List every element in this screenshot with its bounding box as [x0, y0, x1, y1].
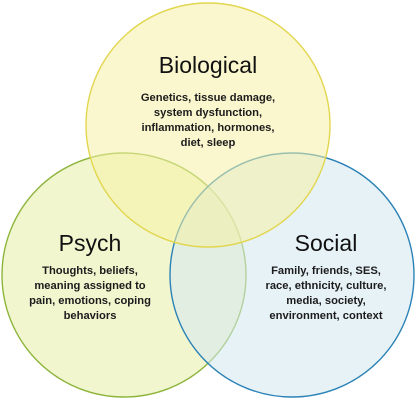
biological-label-group: Biological Genetics, tissue damage, syst…: [98, 52, 318, 151]
social-title: Social: [294, 230, 358, 256]
psych-description: Thoughts, beliefs, meaning assigned to p…: [29, 265, 151, 322]
social-label-group: Social Family, friends, SES, race, ethni…: [246, 230, 406, 324]
biological-description: Genetics, tissue damage, system dysfunct…: [140, 92, 276, 149]
biological-circle: [85, 2, 331, 248]
social-description: Family, friends, SES, race, ethnicity, c…: [265, 265, 387, 322]
psych-title: Psych: [58, 230, 122, 256]
biological-title: Biological: [158, 52, 258, 78]
psych-label-group: Psych Thoughts, beliefs, meaning assigne…: [10, 230, 170, 324]
